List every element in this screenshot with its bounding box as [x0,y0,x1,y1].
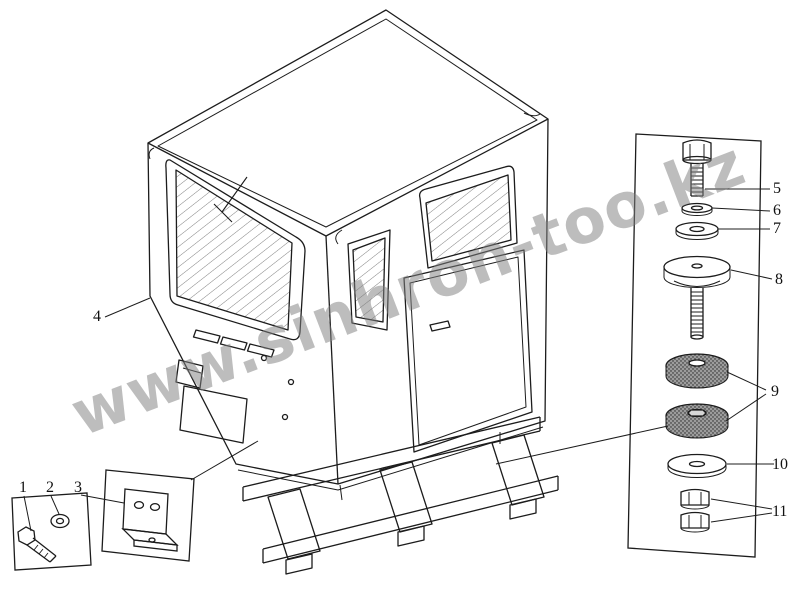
callout-5: 5 [773,180,781,197]
cab-drawing [148,10,558,574]
cab-door [404,250,532,452]
door-window [420,166,517,268]
cab-body-outline [148,119,548,490]
washer-7 [676,223,718,240]
door-handle [430,321,450,331]
rubber-cushion-9a [666,354,728,388]
corner-window [348,230,390,330]
callout-10: 10 [772,456,788,473]
support-frame [243,417,558,574]
detail-box-left [12,493,91,570]
callout-9: 9 [771,383,779,400]
callout-1: 1 [19,479,27,496]
callout-2: 2 [46,479,54,496]
wiper [214,177,247,222]
callout-6: 6 [773,202,781,219]
rubber-cushion-9b [666,404,728,438]
callout-3: 3 [74,479,82,496]
detail-box-left-frame [12,493,91,570]
callout-11: 11 [772,503,788,520]
windshield [166,160,305,340]
leader-lines [24,189,774,531]
detail-box-right [628,134,761,557]
bracket-3 [102,470,194,561]
nut-11b [681,513,709,533]
washer-2 [51,515,69,528]
callout-8: 8 [775,271,783,288]
support-cap-8 [664,257,730,340]
bolt-5 [683,140,711,196]
nut-11a [681,490,709,510]
washer-6 [682,204,712,216]
bolt-1 [18,527,56,562]
callout-7: 7 [773,220,781,237]
washer-10 [668,455,726,478]
detail-box-right-frame [628,134,761,557]
callout-4: 4 [93,308,101,325]
bracket-box-frame [102,470,194,561]
front-panel-details [176,330,294,443]
